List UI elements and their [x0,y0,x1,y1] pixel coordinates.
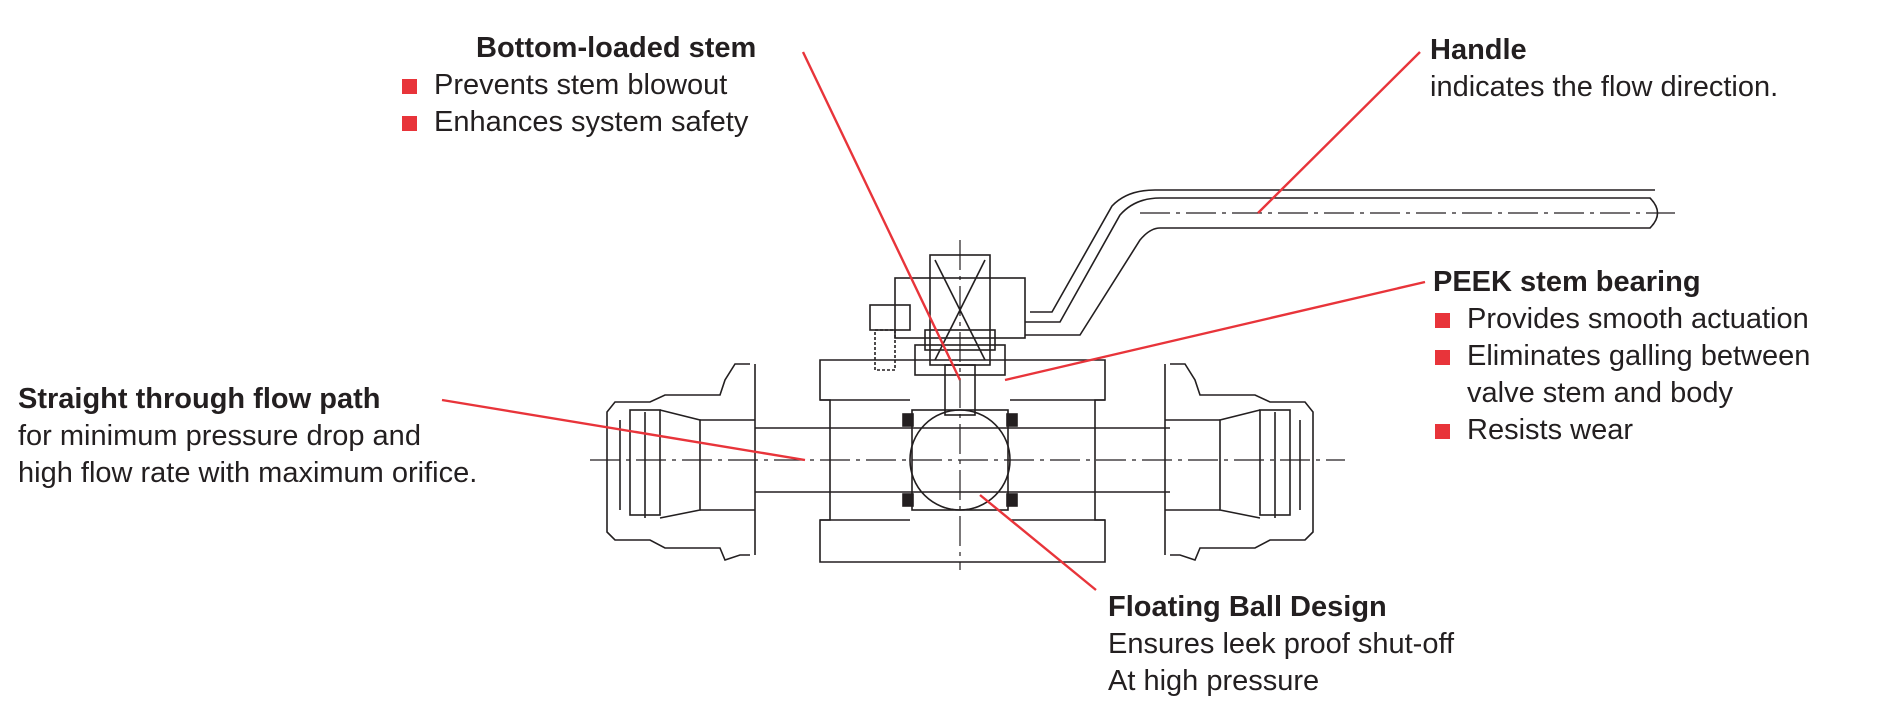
callout-title: Handle [1430,34,1527,66]
leader-lines [441,51,1426,591]
callout-line: Ensures leek proof shut-off [1108,628,1455,660]
callout-title: PEEK stem bearing [1433,266,1701,298]
bullet-item-continuation: valve stem and body [1467,377,1733,409]
bullet-item: Enhances system safety [400,104,756,141]
handle-lever [1025,189,1659,336]
callout-handle: Handle indicates the flow direction. [1430,32,1778,106]
ball-assembly [902,409,1018,511]
bullet-item: Prevents stem blowout [400,67,756,104]
stem-assembly [869,254,1026,416]
callout-floating-ball-design: Floating Ball Design Ensures leek proof … [1108,589,1454,700]
valve-body [755,359,1170,563]
bullet-item: Provides smooth actuation [1433,301,1810,338]
callout-line: At high pressure [1108,665,1320,697]
leader-peek [1004,280,1426,382]
callout-straight-flow-path: Straight through flow path for minimum p… [18,381,477,492]
left-end-fitting [606,363,756,561]
callout-title: Bottom-loaded stem [476,32,757,64]
leader-bottom-stem [801,51,962,381]
centerlines [590,212,1675,570]
callout-peek-stem-bearing: PEEK stem bearing Provides smooth actuat… [1433,264,1810,449]
callout-title: Straight through flow path [18,383,381,415]
callout-line: indicates the flow direction. [1430,71,1779,103]
leader-flow-path [441,398,806,462]
right-end-fitting [1164,363,1314,561]
callout-title: Floating Ball Design [1108,591,1387,623]
bullet-item: Eliminates galling between [1433,338,1810,375]
leader-handle [1257,51,1421,214]
callout-line: high flow rate with maximum orifice. [18,457,478,489]
bullet-item: Resists wear [1433,412,1810,449]
leader-ball [979,494,1097,591]
callout-line: for minimum pressure drop and [18,420,421,452]
callout-bottom-loaded-stem: Bottom-loaded stem Prevents stem blowout… [400,30,756,141]
